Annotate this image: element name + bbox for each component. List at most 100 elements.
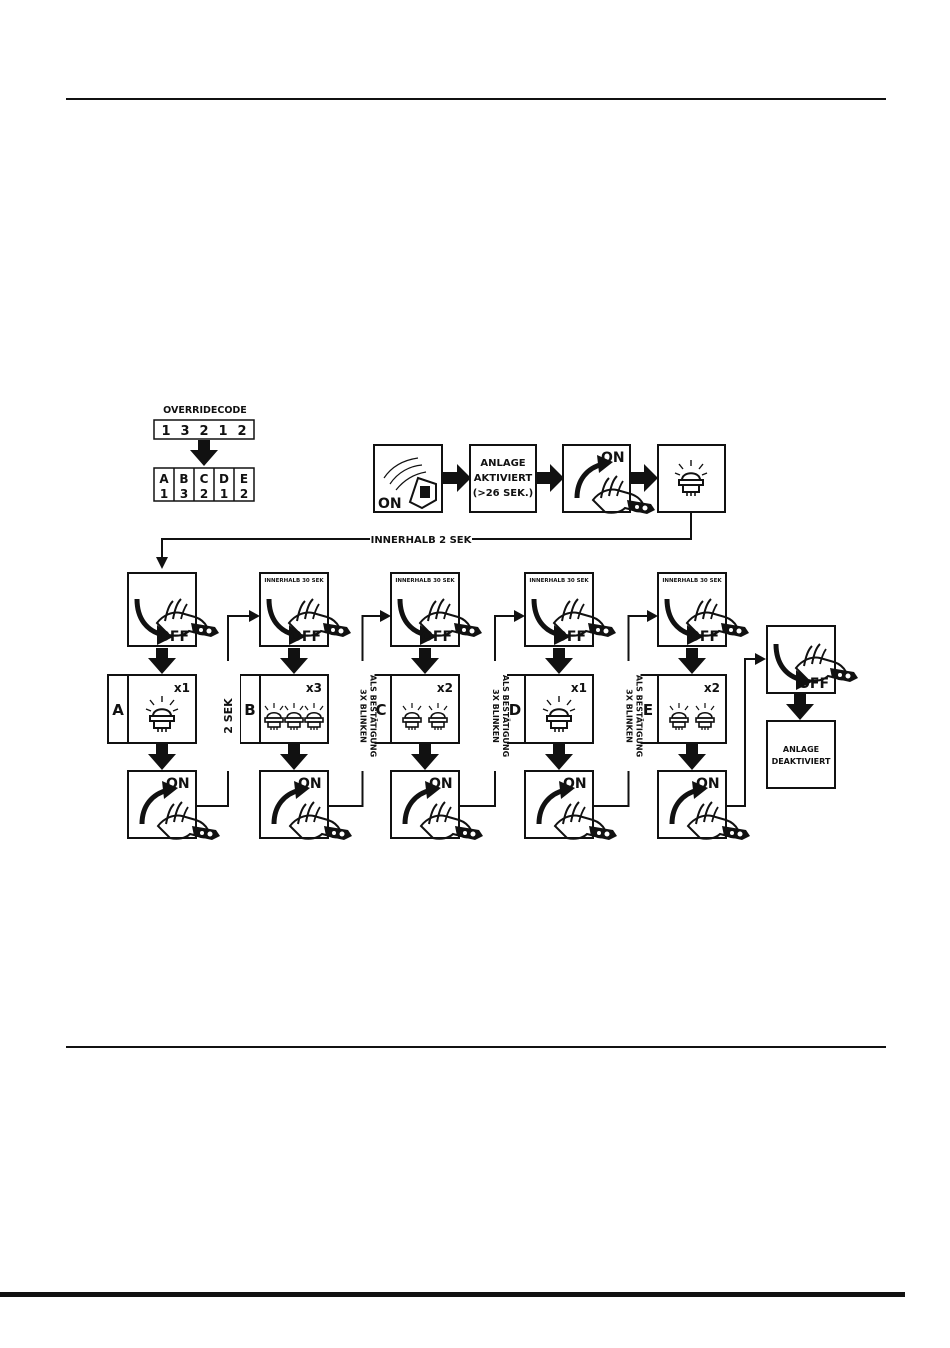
flow-arrow — [280, 744, 308, 770]
grid-digit: 1 — [220, 487, 228, 501]
grid-digit: 2 — [240, 487, 248, 501]
system-activated-step: ANLAGE AKTIVIERT (>26 SEK.) — [469, 444, 537, 513]
final-off-label: OFF — [798, 676, 829, 692]
flow-arrow — [148, 744, 176, 770]
on-label: ON — [563, 776, 587, 792]
flow-arrow — [630, 464, 658, 492]
override-code-box — [153, 419, 255, 440]
lamp-icon — [695, 702, 715, 731]
override-digit: 2 — [199, 424, 208, 439]
final-connector — [727, 653, 766, 807]
within-2-sec-connector: INNERHALB 2 SEK — [156, 512, 692, 569]
deactivated-line2: DEAKTIVIERT — [772, 757, 831, 766]
connector-label-line2: ALS BESTÄTIGUNG — [369, 675, 379, 757]
flow-arrow — [678, 744, 706, 770]
stage-letter: B — [244, 701, 255, 719]
connector-1: 2 SEK — [196, 610, 260, 807]
blink-count: x2 — [704, 681, 720, 695]
flow-arrow — [280, 648, 308, 674]
off-label: OFF — [290, 629, 321, 645]
lamp-icon — [428, 702, 448, 731]
on-step-box — [657, 770, 727, 839]
on-label: ON — [166, 776, 190, 792]
override-digit: 1 — [218, 424, 227, 439]
blink-box — [390, 674, 460, 744]
grid-letter: B — [179, 472, 188, 486]
lamp-icon — [264, 702, 284, 731]
system-deactivated-step: ANLAGE DEAKTIVIERT — [766, 720, 836, 789]
blink-box — [127, 674, 197, 744]
off-step-box — [657, 572, 727, 647]
blink-count: x3 — [306, 681, 322, 695]
override-digit: 3 — [180, 424, 189, 439]
off-label: OFF — [158, 629, 189, 645]
blink-box — [657, 674, 727, 744]
flow-arrow — [411, 648, 439, 674]
override-code-grid: A B C D E 1 3 2 1 2 — [153, 467, 255, 502]
grid-letter: A — [159, 472, 169, 486]
override-code-arrow — [190, 440, 218, 466]
deactivated-line1: ANLAGE — [783, 745, 819, 754]
key-on-label: ON — [601, 450, 625, 466]
override-digit: 1 — [161, 424, 170, 439]
flow-arrow — [536, 464, 564, 492]
off-step-box — [390, 572, 460, 647]
flow-arrow — [678, 648, 706, 674]
blink-count: x2 — [437, 681, 453, 695]
off-label: OFF — [421, 629, 452, 645]
flow-arrow — [411, 744, 439, 770]
within-30-sec-label: INNERHALB 30 SEK — [662, 578, 722, 584]
activated-line1: ANLAGE — [480, 458, 525, 469]
blink-count: x1 — [174, 681, 190, 695]
off-label: OFF — [555, 629, 586, 645]
within-2-sec-label: INNERHALB 2 SEK — [371, 535, 473, 546]
override-code-digits: 1 3 2 1 2 — [161, 424, 246, 439]
connector-label-line1: 3X BLINKEN — [491, 689, 500, 743]
blink-box — [259, 674, 329, 744]
override-digit: 2 — [237, 424, 246, 439]
lamp-icon — [669, 702, 689, 731]
grid-digit: 1 — [160, 487, 168, 501]
on-step-box — [390, 770, 460, 839]
within-30-sec-label: INNERHALB 30 SEK — [264, 578, 324, 584]
lamp-icon — [284, 702, 304, 731]
connector-label: 2 SEK — [222, 698, 235, 734]
activated-line2: AKTIVIERT — [474, 473, 533, 484]
on-label: ON — [696, 776, 720, 792]
blink-count: x1 — [571, 681, 587, 695]
lamp-icon — [145, 695, 179, 733]
stage-letter: A — [112, 701, 124, 719]
lamp-on-step — [657, 444, 726, 513]
flow-arrow — [786, 694, 814, 720]
off-step-box — [127, 572, 197, 647]
bottom-divider — [0, 1292, 905, 1297]
override-code-title: OVERRIDECODE — [163, 405, 247, 416]
connector-label-line2: ALS BESTÄTIGUNG — [635, 675, 645, 757]
stage-letter: C — [375, 701, 386, 719]
stage-letter: E — [643, 701, 653, 719]
grid-letter: E — [240, 472, 248, 486]
lamp-icon — [674, 459, 708, 497]
connector-label-line1: 3X BLINKEN — [359, 689, 368, 743]
grid-letter: C — [200, 472, 209, 486]
top-divider — [66, 98, 886, 100]
lamp-icon — [542, 695, 576, 733]
within-30-sec-label: INNERHALB 30 SEK — [395, 578, 455, 584]
connector-label-line2: ALS BESTÄTIGUNG — [501, 675, 511, 757]
final-off-step: OFF — [766, 625, 858, 694]
on-label: ON — [429, 776, 453, 792]
blink-box — [524, 674, 594, 744]
grid-letter: D — [219, 472, 229, 486]
grid-digit: 2 — [200, 487, 208, 501]
